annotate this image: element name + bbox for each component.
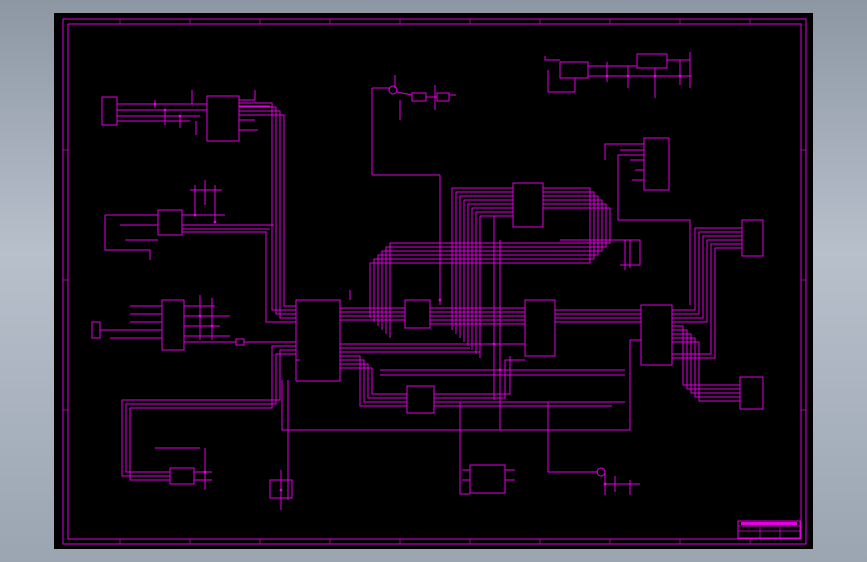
circuit-block-top-left — [101, 90, 270, 142]
ic-main-center-left — [295, 299, 341, 382]
bus-left-vertical — [182, 102, 296, 323]
circuit-block-bottom-left — [121, 345, 296, 490]
junction-dots — [153, 74, 682, 492]
bus-vertical-center — [369, 187, 641, 358]
ic-center-upper — [512, 182, 544, 228]
drawing-border — [62, 18, 807, 545]
connector-right-middle — [672, 219, 764, 359]
circuit-block-bottom-mid — [434, 401, 515, 495]
ic-center-right — [524, 299, 556, 357]
circuit-block-bottom-right-transistor — [547, 402, 640, 495]
ic-center-small — [404, 299, 431, 329]
misc-wiring — [349, 216, 631, 430]
connector-right-lower — [672, 325, 764, 410]
drawing-sheet — [54, 13, 813, 549]
circuit-block-top-center — [371, 75, 456, 305]
circuit-block-left-middle — [104, 180, 274, 260]
connector-right-top — [604, 137, 691, 305]
title-block — [737, 520, 801, 539]
bus-center-horizontal — [340, 307, 641, 353]
ic-right-main — [640, 304, 673, 366]
circuit-block-top-right — [544, 52, 692, 98]
ic-center-lower — [406, 385, 435, 414]
bus-center-lower — [340, 355, 625, 407]
circuit-block-left-lower — [91, 295, 296, 351]
